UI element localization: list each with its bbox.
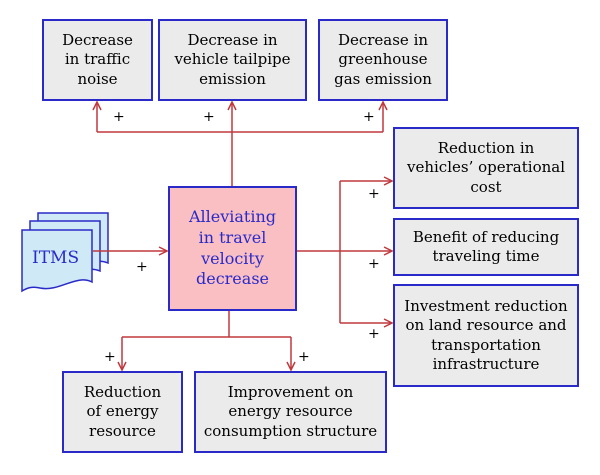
plus-sign-energy-resource: + <box>104 349 116 365</box>
plus-sign-traffic-noise: + <box>113 109 125 125</box>
plus-sign-travel-time: + <box>368 256 380 272</box>
plus-sign-tailpipe: + <box>203 109 215 125</box>
effect-box-traffic-noise: Decrease in traffic noise <box>42 19 153 101</box>
effect-box-investment-reduction: Investment reduction on land resource an… <box>393 284 579 387</box>
itms-label: ITMS <box>32 248 80 268</box>
plus-sign-operational-cost: + <box>368 186 380 202</box>
effect-box-energy-structure: Improvement on energy resource consumpti… <box>194 371 387 453</box>
plus-sign-itms: + <box>136 259 148 275</box>
effect-box-tailpipe-emission: Decrease in vehicle tailpipe emission <box>158 19 307 101</box>
effect-box-greenhouse-emission: Decrease in greenhouse gas emission <box>318 19 448 101</box>
center-box-velocity: Alleviating in travel velocity decrease <box>168 186 297 311</box>
plus-sign-energy-structure: + <box>298 349 310 365</box>
plus-sign-greenhouse: + <box>363 109 375 125</box>
plus-sign-investment: + <box>368 326 380 342</box>
effect-box-energy-resource: Reduction of energy resource <box>62 371 183 453</box>
effect-box-travel-time: Benefit of reducing traveling time <box>393 218 579 276</box>
effect-box-operational-cost: Reduction in vehicles’ operational cost <box>393 127 579 209</box>
document-stack-icon <box>21 212 109 293</box>
